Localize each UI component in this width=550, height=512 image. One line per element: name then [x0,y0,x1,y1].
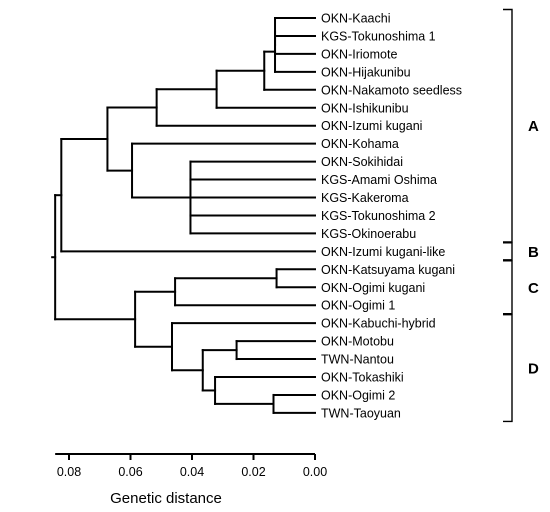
leaf-label: OKN-Tokashiki [321,371,404,385]
group-brackets: A B C D [503,8,539,423]
axis-tick-label: 0.04 [180,465,204,479]
axis-tick-label: 0.06 [118,465,142,479]
axis-tick-label: 0.08 [57,465,81,479]
leaf-label: KGS-Kakeroma [321,191,409,205]
group-label: C [528,280,539,297]
leaf-label: OKN-Iriomote [321,47,397,61]
group-bracket [503,242,513,261]
leaf-label: TWN-Taoyuan [321,406,401,420]
group-label: D [528,361,539,378]
leaf-label: OKN-Ogimi 1 [321,299,395,313]
leaf-label: OKN-Sokihidai [321,155,403,169]
leaf-label: KGS-Okinoerabu [321,227,416,241]
leaf-label: OKN-Izumi kugani-like [321,245,445,259]
leaf-label: OKN-Izumi kugani [321,119,422,133]
leaf-label: OKN-Hijakunibu [321,65,411,79]
leaf-label: OKN-Kabuchi-hybrid [321,317,436,331]
dendrogram-branches [51,17,316,414]
group-bracket [503,313,513,423]
axis-ticks: 0.08 0.06 0.04 0.02 0.00 [57,454,327,479]
leaf-label: KGS-Tokunoshima 2 [321,209,436,223]
axis-tick-label: 0.00 [303,465,327,479]
leaf-label: OKN-Ishikunibu [321,101,409,115]
leaf-label: OKN-Kohama [321,137,399,151]
leaf-label: KGS-Amami Oshima [321,173,437,187]
leaf-label: TWN-Nantou [321,353,394,367]
axis-tick-label: 0.02 [241,465,265,479]
group-label: A [528,118,539,135]
axis-title: Genetic distance [110,490,222,507]
group-label: B [528,244,539,261]
leaf-label: OKN-Ogimi 2 [321,388,395,402]
leaf-label: OKN-Kaachi [321,12,390,26]
distance-axis: 0.08 0.06 0.04 0.02 0.00 Genetic distance [55,453,327,507]
group-bracket [503,8,513,243]
group-bracket [503,260,513,315]
leaf-label: OKN-Motobu [321,335,394,349]
leaf-label: OKN-Nakamoto seedless [321,83,462,97]
leaf-label: KGS-Tokunoshima 1 [321,29,436,43]
leaf-label: OKN-Katsuyama kugani [321,263,455,277]
leaf-label: OKN-Ogimi kugani [321,281,425,295]
